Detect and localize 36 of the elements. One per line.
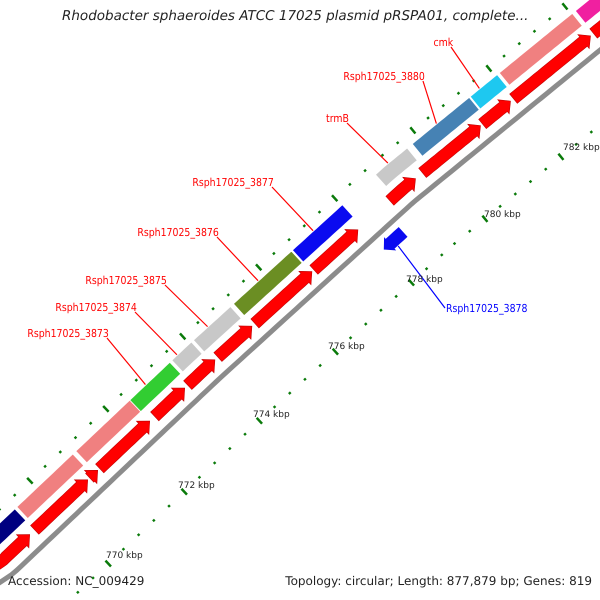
- gene-bar: [383, 226, 409, 252]
- leader-line: [450, 46, 480, 89]
- kbp-label: 774 kbp: [253, 410, 290, 420]
- kbp-label: 776 kbp: [328, 342, 365, 352]
- leader-line: [398, 246, 446, 308]
- gene-bar: [129, 362, 182, 412]
- gene-bar: [412, 96, 480, 157]
- gene-label: Rsph17025_3874: [56, 301, 137, 314]
- gene-bar: [192, 306, 242, 353]
- gene-bar: [232, 250, 303, 316]
- gene-bar: [470, 74, 508, 110]
- kbp-label: 770 kbp: [106, 551, 143, 561]
- gene-label: Rsph17025_3876: [138, 226, 219, 239]
- leader-line: [216, 236, 258, 282]
- leader-line: [134, 312, 178, 356]
- leader-line: [422, 80, 437, 124]
- gene-label: trmB: [326, 112, 349, 125]
- accession-text: Accession: NC_009429: [8, 574, 144, 588]
- kbp-label: 782 kbp: [563, 143, 600, 153]
- gene-bar: [374, 147, 418, 188]
- leader-line: [272, 186, 314, 232]
- leader-line: [346, 122, 388, 164]
- gene-bar: [171, 341, 203, 373]
- gene-label: Rsph17025_3878: [446, 302, 528, 315]
- leader-line: [106, 338, 146, 385]
- gene-label: Rsph17025_3880: [344, 70, 425, 83]
- kbp-label: 772 kbp: [178, 481, 215, 491]
- title: Rhodobacter sphaeroides ATCC 17025 plasmid pRSPA01, complete...: [62, 8, 528, 24]
- kbp-label: 780 kbp: [484, 210, 521, 220]
- gene-bar: [292, 204, 354, 263]
- gene-label: cmk: [433, 36, 453, 49]
- leader-line: [164, 284, 208, 328]
- gene-label: Rsph17025_3875: [86, 274, 167, 287]
- gene-label: Rsph17025_3873: [28, 327, 109, 340]
- gene-label: Rsph17025_3877: [192, 176, 274, 189]
- genome-info-text: Topology: circular; Length: 877,879 bp; Genes: 819: [285, 574, 592, 588]
